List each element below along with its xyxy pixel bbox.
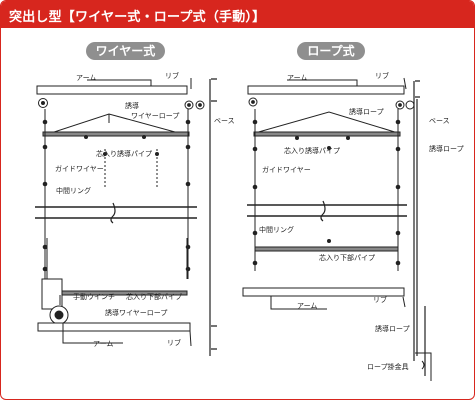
- page-title: 突出し型【ワイヤー式・ロープ式（手動）】: [9, 10, 266, 25]
- rope-label-rib-bottom: リブ: [373, 295, 387, 304]
- rope-bottom-pipe: [254, 246, 399, 252]
- rope-guide-lines: [254, 111, 399, 134]
- rope-diagram: [242, 77, 432, 381]
- wire-label-rib-bottom: リブ: [167, 338, 181, 347]
- wire-label-middle-ring: 中間リング: [56, 186, 91, 195]
- rope-label-guide-rope: 誘導ロープ: [349, 107, 384, 116]
- wire-label-guide-wire-rope: 誘導ワイヤーロープ: [105, 308, 167, 317]
- rope-label-bottom-pipe: 芯入り下部パイプ: [319, 253, 375, 262]
- rope-label-rope-hook: ロープ掛金具: [367, 362, 409, 371]
- wire-top-arm: [36, 85, 188, 95]
- wire-label-guide: 誘導: [125, 101, 139, 110]
- wire-top-arm-leader: [87, 79, 152, 86]
- wire-left-ring: [38, 98, 48, 108]
- wire-type-title: ワイヤー式: [86, 42, 165, 60]
- rope-label-base: ベース: [429, 117, 450, 125]
- wire-label-base: ベース: [214, 117, 235, 125]
- rope-label-guide-rope-bottom: 誘導ロープ: [375, 324, 410, 333]
- rope-label-middle-ring: 中間リング: [259, 225, 294, 234]
- rope-bottom-arm: [242, 287, 405, 297]
- wire-bottom-arm: [37, 322, 191, 332]
- wire-break-band: [35, 206, 197, 219]
- header-bar: 突出し型【ワイヤー式・ロープ式（手動）】: [1, 1, 474, 28]
- rope-break-band: [247, 204, 407, 217]
- wire-label-arm-top: アーム: [76, 74, 96, 82]
- rope-right-ring: [395, 100, 405, 110]
- wire-label-guide-wire: ガイドワイヤー: [55, 164, 104, 173]
- rope-label-core-pipe: 芯入り誘導パイプ: [284, 146, 340, 155]
- rope-type-title: ロープ式: [297, 42, 365, 60]
- rope-label-arm-bottom: アーム: [297, 302, 317, 310]
- rope-label-arm-top: アーム: [287, 74, 307, 82]
- wire-label-hand-winch: 手動ウインチ: [73, 292, 115, 301]
- rope-top-arm: [247, 85, 405, 95]
- wire-right-ring: [184, 100, 194, 110]
- rope-label-guide-rope-right: 誘導ロープ: [429, 144, 464, 153]
- wire-label-rib-top: リブ: [165, 71, 179, 80]
- rope-left-ring: [248, 97, 258, 107]
- wire-wall-brackets: [211, 78, 217, 350]
- rope-core-pipe: [253, 131, 401, 137]
- wire-label-bottom-pipe: 芯入り下部パイプ: [126, 292, 182, 301]
- hand-winch: [41, 278, 63, 310]
- rope-dots: [252, 119, 401, 266]
- wire-label-core-pipe: 芯入り誘導パイプ: [96, 149, 152, 158]
- wire-label-wire-rope: ワイヤーロープ: [131, 112, 179, 120]
- wire-dots: [42, 119, 191, 272]
- rope-label-rib-top: リブ: [375, 71, 389, 80]
- wire-diagram: [35, 78, 217, 356]
- wire-core-pipe: [42, 131, 190, 137]
- rope-label-guide-wire: ガイドワイヤー: [262, 165, 311, 174]
- wire-label-arm-bottom: アーム: [93, 340, 113, 348]
